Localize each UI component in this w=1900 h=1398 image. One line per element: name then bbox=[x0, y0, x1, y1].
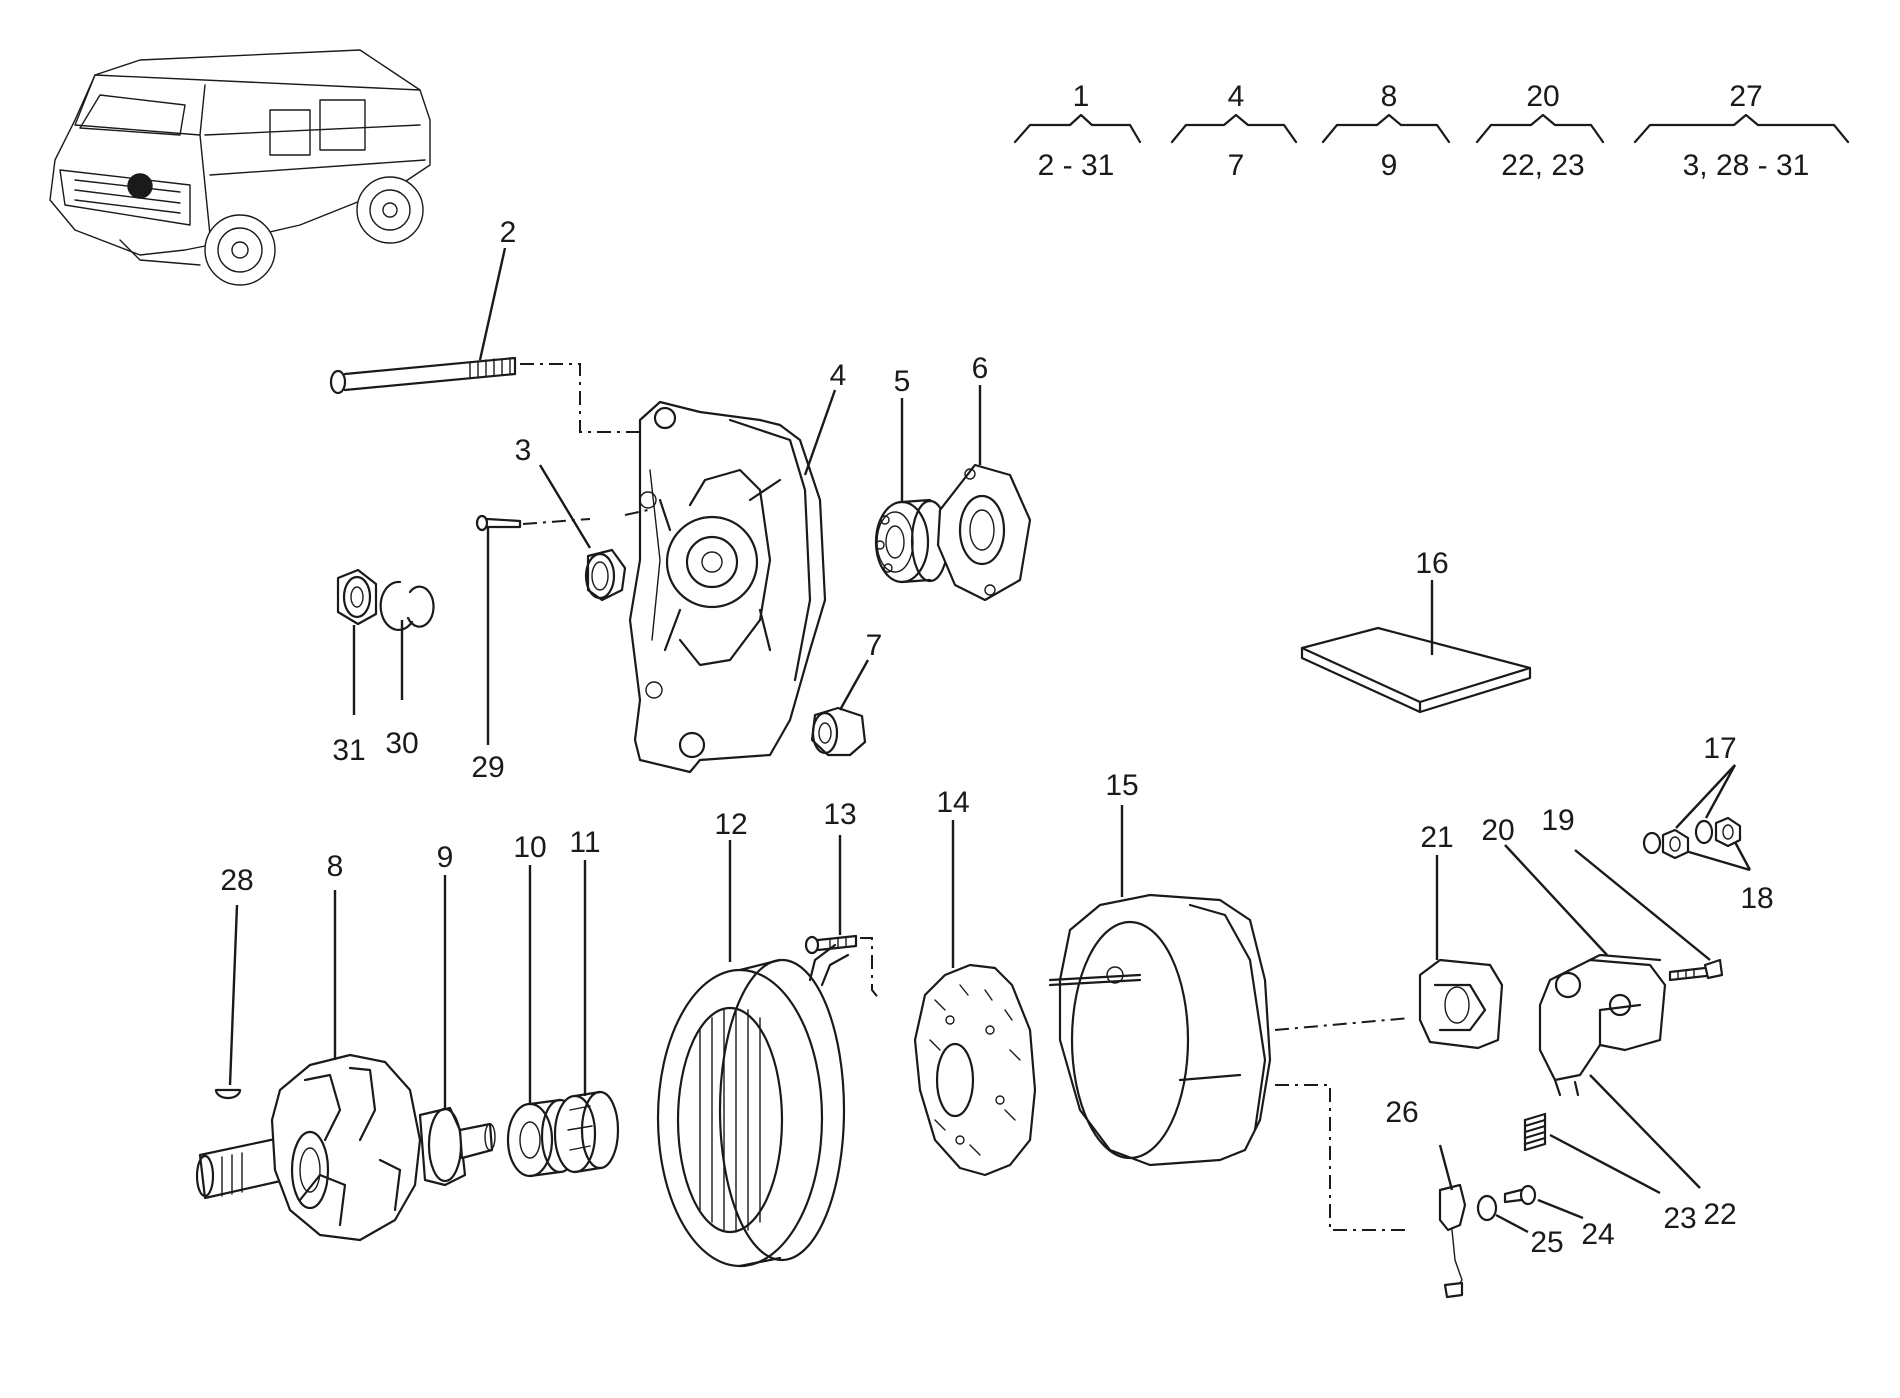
group-bracket-legend: 1 2 - 31 4 7 8 9 20 22, 23 27 3, 28 - 31 bbox=[1013, 80, 1850, 182]
label-16: 16 bbox=[1415, 547, 1448, 580]
part-5-bearing bbox=[874, 498, 950, 584]
group-4-parent: 4 bbox=[1228, 80, 1245, 113]
group-4: 4 7 bbox=[1170, 80, 1298, 182]
label-12: 12 bbox=[714, 808, 747, 841]
part-26-brush-holder bbox=[1438, 1183, 1467, 1299]
group-8-parent: 8 bbox=[1381, 80, 1398, 113]
group-20-parent: 20 bbox=[1526, 80, 1559, 113]
label-5: 5 bbox=[894, 365, 911, 398]
label-17: 17 bbox=[1703, 732, 1736, 765]
group-20: 20 22, 23 bbox=[1475, 80, 1605, 182]
part-7-bushing bbox=[810, 706, 867, 757]
group-8-children: 9 bbox=[1381, 149, 1398, 182]
part-30-snap-ring bbox=[379, 580, 435, 632]
label-14: 14 bbox=[936, 786, 969, 819]
part-23-spring bbox=[1523, 1112, 1547, 1152]
group-8: 8 9 bbox=[1321, 80, 1451, 182]
part-2-through-bolt bbox=[329, 356, 648, 433]
part-31-nut bbox=[336, 568, 378, 626]
label-31: 31 bbox=[332, 734, 365, 767]
part-19-screw bbox=[1668, 958, 1724, 982]
vehicle-thumbnail bbox=[49, 49, 431, 286]
group-27: 27 3, 28 - 31 bbox=[1633, 80, 1850, 182]
group-27-parent: 27 bbox=[1729, 80, 1762, 113]
label-15: 15 bbox=[1105, 769, 1138, 802]
part-8-rotor bbox=[195, 1053, 422, 1242]
label-28: 28 bbox=[220, 864, 253, 897]
part-17-18-nuts bbox=[1642, 816, 1742, 860]
part-24-screw bbox=[1503, 1184, 1537, 1206]
label-18: 18 bbox=[1740, 882, 1773, 915]
group-4-children: 7 bbox=[1228, 149, 1245, 182]
label-19: 19 bbox=[1541, 804, 1574, 837]
label-20: 20 bbox=[1481, 814, 1514, 847]
group-1-parent: 1 bbox=[1073, 80, 1090, 113]
label-25: 25 bbox=[1530, 1226, 1563, 1259]
label-2: 2 bbox=[500, 216, 517, 249]
label-21: 21 bbox=[1420, 821, 1453, 854]
part-6-flange-plate bbox=[936, 463, 1032, 602]
part-25-washer bbox=[1476, 1194, 1498, 1222]
part-3-bushing bbox=[584, 509, 649, 602]
label-22: 22 bbox=[1703, 1198, 1736, 1231]
group-1-children: 2 - 31 bbox=[1038, 149, 1115, 182]
part-14-rectifier bbox=[913, 963, 1037, 1177]
part-21-brush-plate bbox=[1418, 958, 1504, 1050]
part-11-bearing bbox=[553, 1090, 620, 1174]
label-13: 13 bbox=[823, 798, 856, 831]
part-15-slip-ring-housing bbox=[1048, 893, 1411, 1231]
part-13-screw bbox=[804, 934, 881, 1001]
label-29: 29 bbox=[471, 751, 504, 784]
part-20-regulator bbox=[1538, 953, 1667, 1097]
label-4: 4 bbox=[830, 359, 847, 392]
part-4-end-frame bbox=[628, 400, 827, 774]
label-24: 24 bbox=[1581, 1218, 1614, 1251]
label-3: 3 bbox=[515, 434, 532, 467]
part-29-screw bbox=[475, 514, 591, 532]
label-10: 10 bbox=[513, 831, 546, 864]
label-23: 23 bbox=[1663, 1202, 1696, 1235]
part-10-bearing bbox=[506, 1098, 580, 1178]
label-9: 9 bbox=[437, 841, 454, 874]
leader-lines bbox=[228, 247, 1752, 1234]
part-16-cover-plate bbox=[1300, 626, 1532, 714]
label-7: 7 bbox=[866, 629, 883, 662]
label-11: 11 bbox=[569, 826, 600, 859]
group-1: 1 2 - 31 bbox=[1013, 80, 1142, 182]
part-9-slip-ring bbox=[418, 1106, 496, 1187]
group-20-children: 22, 23 bbox=[1501, 149, 1584, 182]
label-30: 30 bbox=[385, 727, 418, 760]
part-labels: 2 3 4 5 6 7 16 29 30 31 28 8 9 10 11 12 … bbox=[220, 216, 1773, 1259]
part-28-woodruff-key bbox=[214, 1088, 242, 1100]
part-12-stator bbox=[656, 943, 850, 1268]
group-27-children: 3, 28 - 31 bbox=[1683, 149, 1810, 182]
label-6: 6 bbox=[972, 352, 989, 385]
label-26: 26 bbox=[1385, 1096, 1418, 1129]
label-8: 8 bbox=[327, 850, 344, 883]
